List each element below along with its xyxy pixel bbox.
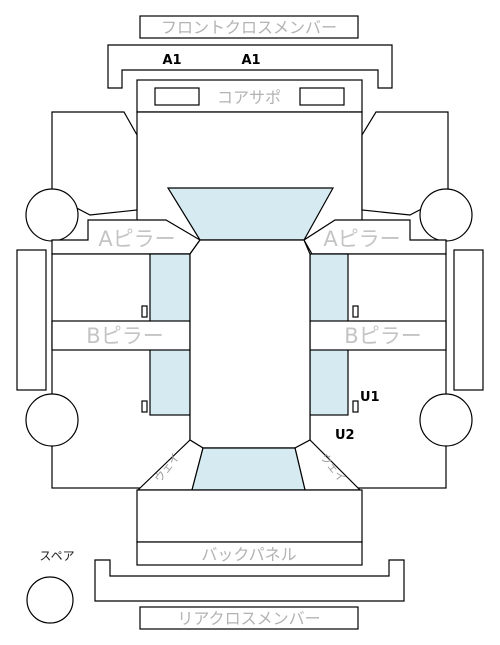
b-pillar-right-box (309, 320, 447, 351)
rear-cross-member[interactable]: リアクロスメンバー (139, 606, 359, 630)
rear-window-glass[interactable] (191, 447, 306, 491)
spare-tire-circle (26, 576, 74, 624)
rear-bumper-bracket[interactable] (94, 559, 405, 602)
door-handle-front-right (352, 305, 359, 318)
front-left-wheel[interactable] (25, 188, 79, 242)
headlight-left (154, 87, 200, 106)
front-right-wheel[interactable] (419, 188, 473, 242)
a-pillar-left[interactable]: Aピラー (51, 219, 201, 255)
trunk-area[interactable] (136, 489, 363, 543)
a-pillar-left-label: Aピラー (98, 227, 175, 251)
spare-label: スペア (39, 549, 74, 563)
rear-cross-member-label: リアクロスメンバー (177, 609, 320, 628)
b-pillar-left-box (51, 320, 191, 351)
front-cross-member[interactable]: フロントクロスメンバー (139, 15, 359, 39)
b-pillar-left[interactable]: Bピラー (51, 320, 191, 351)
marker-u2: U2 (335, 428, 355, 443)
front-cross-member-box (139, 15, 359, 39)
marker-a1-left: A1 (162, 53, 181, 68)
marker-a1-right: A1 (241, 53, 260, 68)
back-panel-label: バックパネル (201, 545, 296, 564)
a-pillar-right-label: Aピラー (323, 227, 400, 251)
marker-u1: U1 (360, 390, 380, 405)
door-handle-front-left (141, 305, 148, 318)
side-sill-left[interactable] (16, 249, 47, 391)
b-pillar-right[interactable]: Bピラー (309, 320, 447, 351)
core-support-label: コアサポ (217, 88, 281, 107)
rear-right-wheel[interactable] (419, 393, 473, 447)
a-pillar-right[interactable]: Aピラー (303, 219, 447, 255)
front-bumper-bracket[interactable] (107, 44, 393, 89)
door-handle-rear-right (352, 400, 359, 413)
roof-opening (189, 239, 311, 449)
headlight-right (299, 87, 345, 106)
back-panel-box (136, 541, 363, 566)
side-sill-right[interactable] (453, 249, 484, 391)
spare-tire[interactable]: スペア (26, 549, 75, 624)
core-support[interactable]: コアサポ (136, 79, 363, 113)
rear-cross-member-box (139, 606, 359, 630)
b-pillar-right-label: Bピラー (344, 324, 421, 348)
rear-left-wheel[interactable] (25, 393, 79, 447)
b-pillar-left-label: Bピラー (86, 324, 163, 348)
back-panel[interactable]: バックパネル (136, 541, 363, 566)
door-handle-rear-left (141, 400, 148, 413)
front-cross-member-label: フロントクロスメンバー (161, 18, 337, 37)
